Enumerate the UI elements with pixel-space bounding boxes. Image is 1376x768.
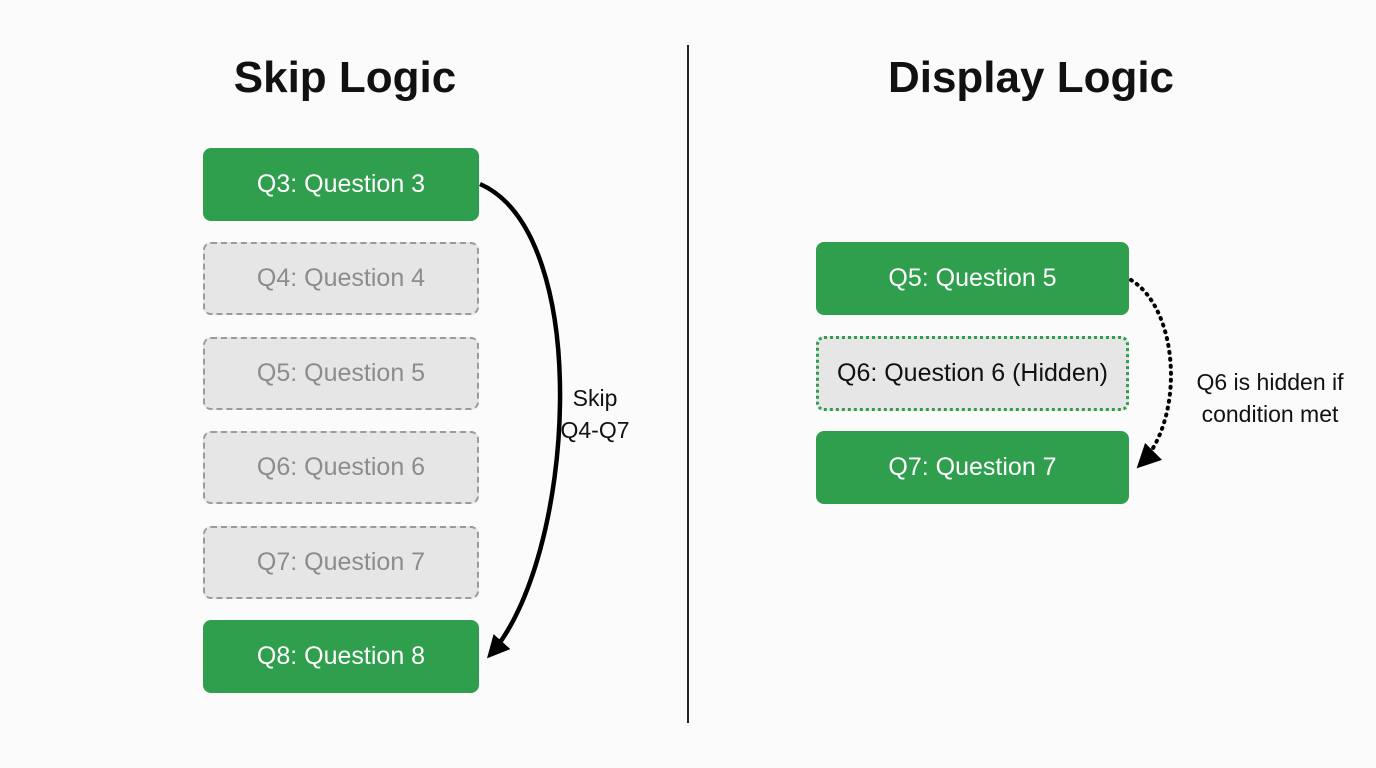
- display-question-q7: Q7: Question 7: [816, 431, 1129, 504]
- display-annotation-line1: Q6 is hidden if: [1196, 369, 1344, 395]
- display-question-q5: Q5: Question 5: [816, 242, 1129, 315]
- skip-question-q8: Q8: Question 8: [203, 620, 479, 693]
- skip-question-q6: Q6: Question 6: [203, 431, 479, 504]
- skip-question-q5: Q5: Question 5: [203, 337, 479, 410]
- panel-divider: [687, 45, 689, 723]
- display-condition-arrow: [1129, 278, 1173, 469]
- skip-question-q3: Q3: Question 3: [203, 148, 479, 221]
- skip-annotation: Skip Q4-Q7: [545, 382, 645, 446]
- skip-annotation-line2: Q4-Q7: [560, 417, 630, 443]
- display-question-q6-hidden: Q6: Question 6 (Hidden): [816, 336, 1129, 411]
- skip-logic-title: Skip Logic: [233, 53, 457, 102]
- skip-annotation-line1: Skip: [572, 385, 618, 411]
- skip-question-q7: Q7: Question 7: [203, 526, 479, 599]
- skip-question-q4: Q4: Question 4: [203, 242, 479, 315]
- display-annotation: Q6 is hidden if condition met: [1180, 366, 1360, 430]
- skip-arrow: [479, 181, 563, 659]
- display-annotation-line2: condition met: [1201, 401, 1339, 427]
- display-logic-title: Display Logic: [887, 53, 1175, 102]
